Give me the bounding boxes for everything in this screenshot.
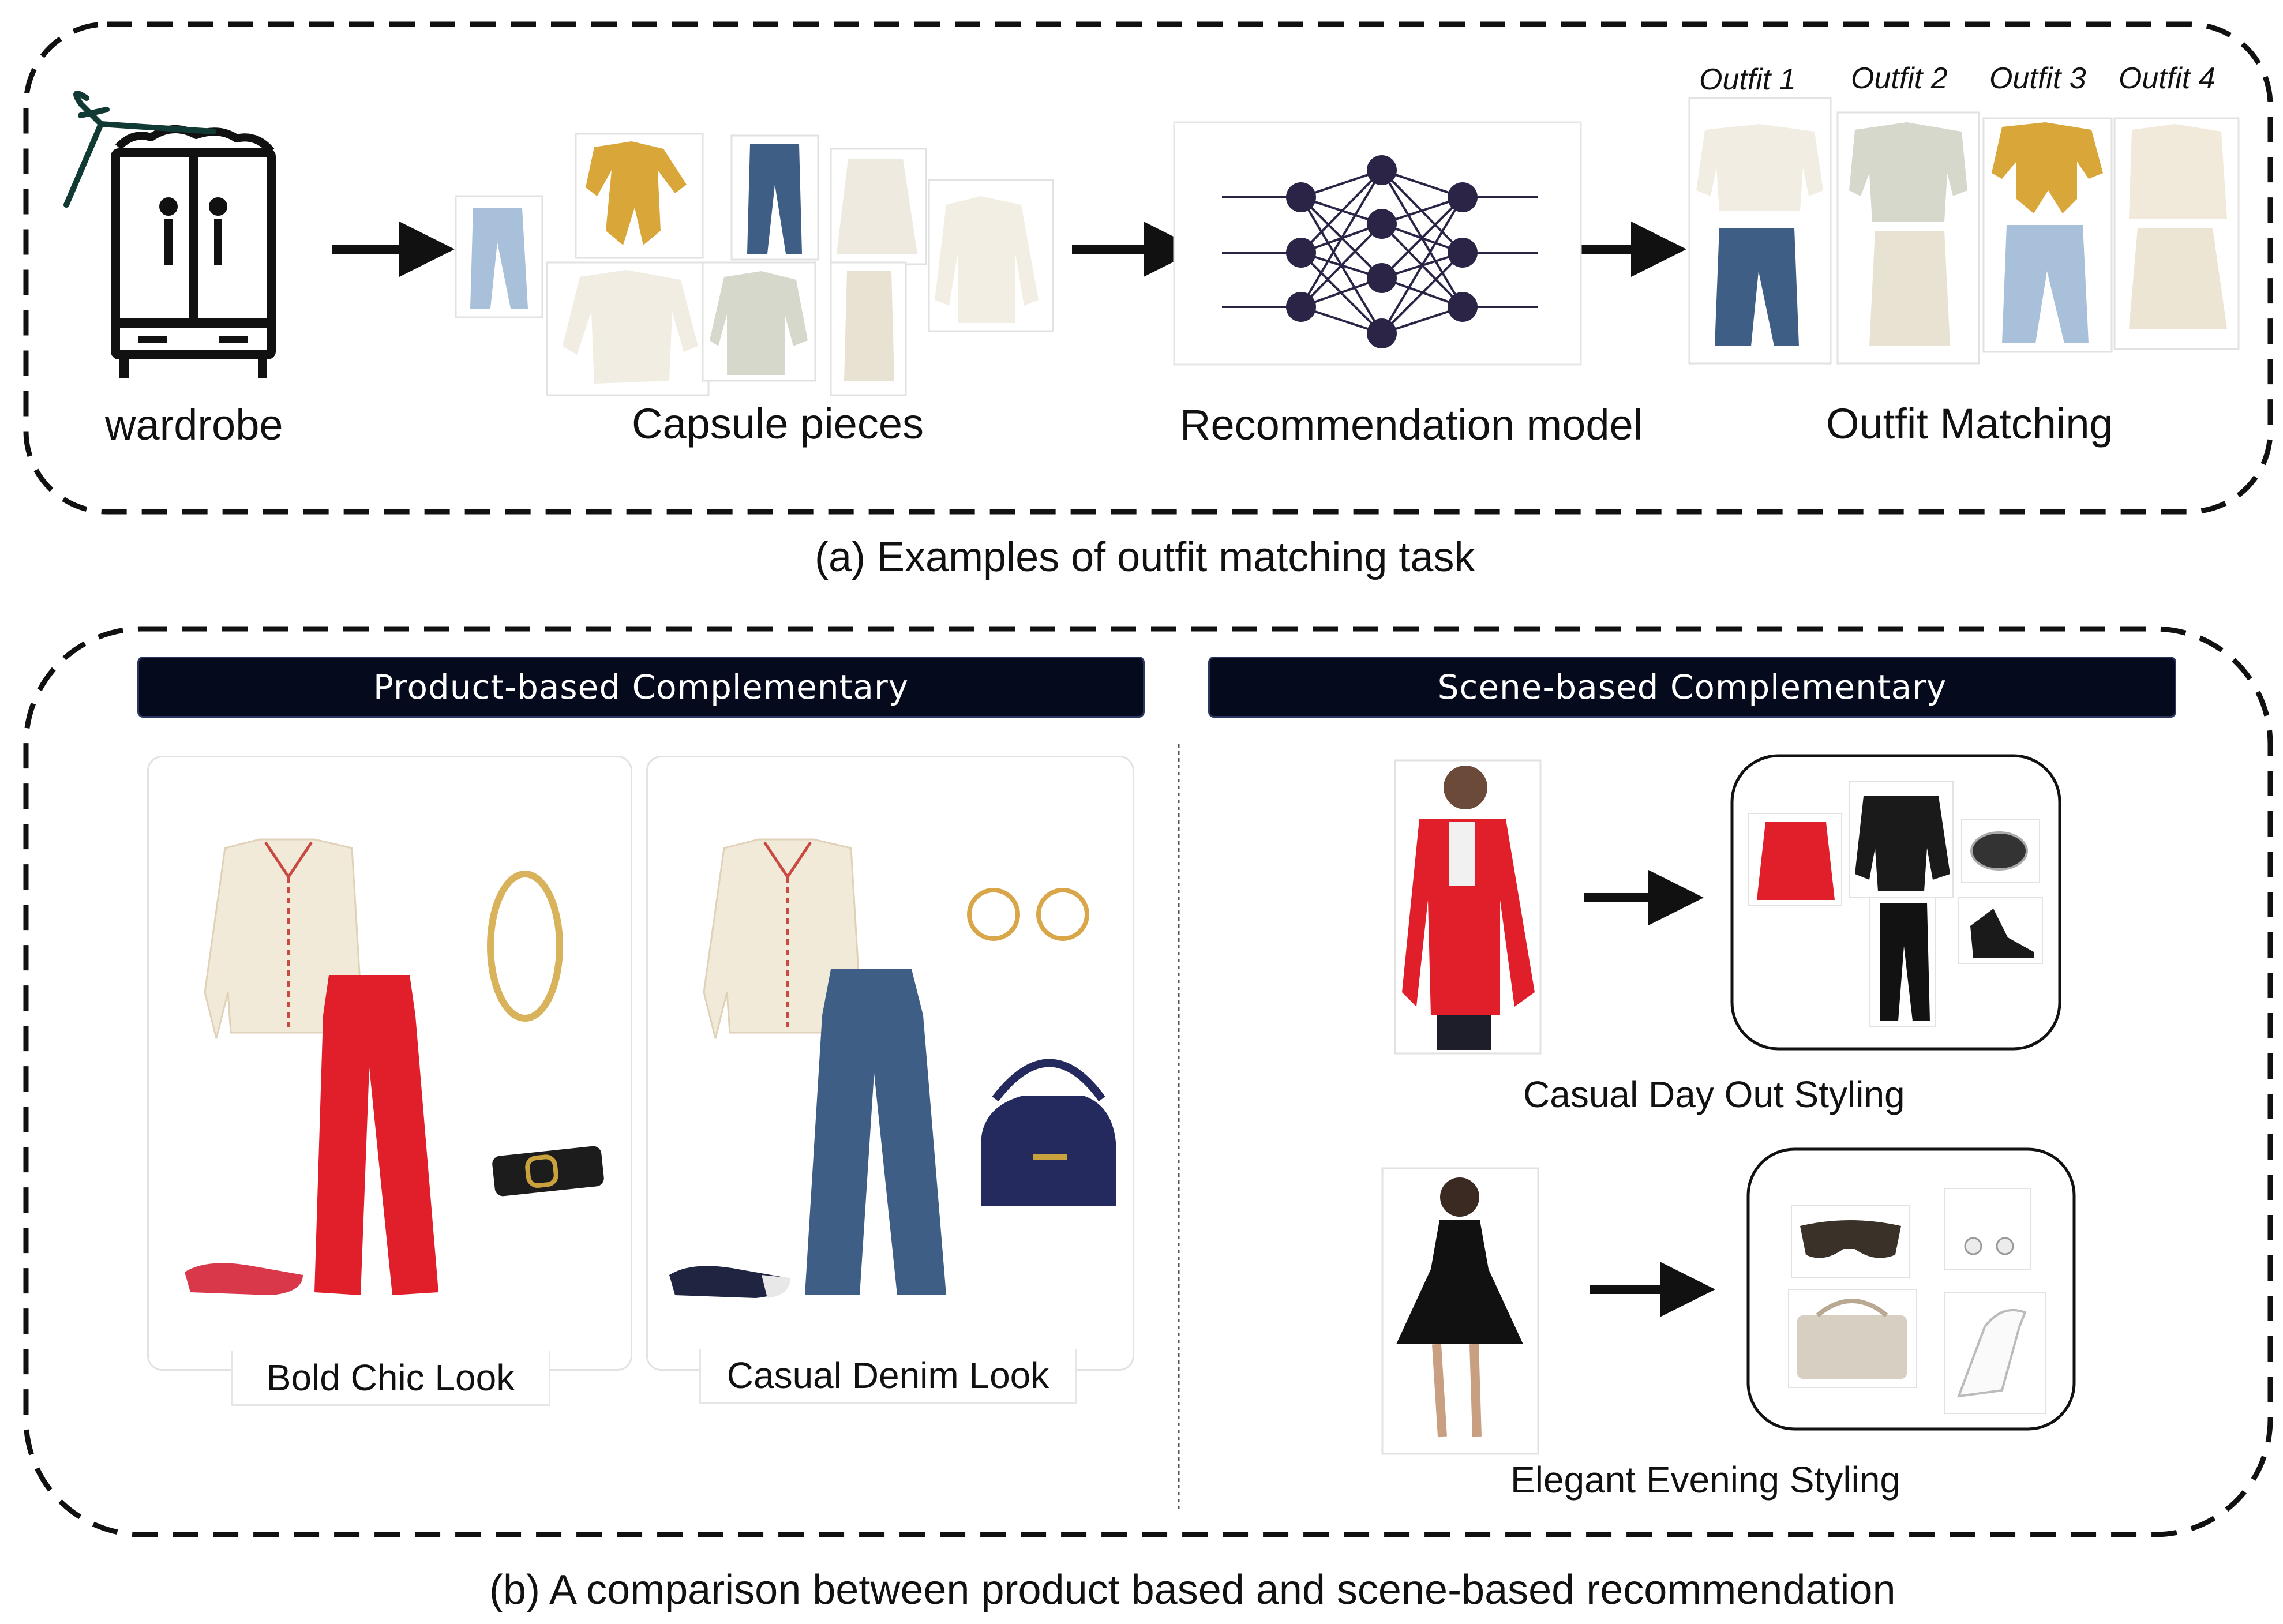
bold-chic-look-label: Bold Chic Look bbox=[266, 1357, 515, 1398]
nn-node bbox=[1367, 318, 1397, 348]
nn-edge bbox=[1300, 169, 1383, 254]
nn-node bbox=[1286, 292, 1316, 322]
elegant-evening-styling-box bbox=[1746, 1147, 2076, 1431]
casual-denim-look-image bbox=[669, 838, 1116, 1298]
wardrobe-icon bbox=[111, 125, 276, 378]
caption-a: (a) Examples of outfit matching task bbox=[815, 534, 1475, 580]
nn-node bbox=[1448, 238, 1478, 268]
caption-b: (b) A comparison between product based a… bbox=[489, 1567, 1896, 1613]
nn-edge bbox=[1300, 223, 1383, 308]
nn-edge bbox=[1381, 252, 1464, 335]
casual-denim-look-caption: Casual Denim Look bbox=[699, 1349, 1077, 1404]
outfit-matching-label: Outfit Matching bbox=[1826, 400, 2113, 448]
bold-chic-look-caption: Bold Chic Look bbox=[231, 1351, 550, 1406]
bold-chic-look-image bbox=[185, 838, 604, 1295]
nn-edge bbox=[1381, 196, 1464, 279]
casual-day-out-styling-label: Casual Day Out Styling bbox=[1523, 1074, 1905, 1115]
casual-day-out-model-image bbox=[1394, 759, 1542, 1055]
nn-node bbox=[1448, 182, 1478, 212]
outfit-2-label: Outfit 2 bbox=[1851, 62, 1948, 95]
nn-node bbox=[1448, 292, 1478, 322]
outfit-1-label: Outfit 1 bbox=[1699, 63, 1796, 96]
product-based-header: Product-based Complementary bbox=[137, 657, 1145, 718]
nn-node bbox=[1367, 209, 1397, 239]
hanger-icon bbox=[63, 91, 216, 208]
outfit-4-label: Outfit 4 bbox=[2119, 62, 2215, 95]
outfit-3-label: Outfit 3 bbox=[1989, 62, 2086, 95]
wardrobe-label: wardrobe bbox=[105, 401, 283, 449]
nn-node bbox=[1286, 238, 1316, 268]
elegant-evening-styling-label: Elegant Evening Styling bbox=[1510, 1459, 1900, 1501]
panel-b-frame bbox=[23, 626, 2273, 1537]
nn-edge bbox=[1300, 169, 1383, 308]
capsule-pieces-label: Capsule pieces bbox=[632, 400, 924, 448]
nn-node bbox=[1367, 263, 1397, 293]
nn-node bbox=[1367, 155, 1397, 185]
elegant-evening-model-image bbox=[1381, 1167, 1539, 1455]
nn-edge bbox=[1381, 196, 1464, 335]
scene-based-header: Scene-based Complementary bbox=[1208, 657, 2176, 718]
recommendation-model-label: Recommendation model bbox=[1180, 401, 1643, 449]
nn-node bbox=[1286, 182, 1316, 212]
casual-day-out-styling-box bbox=[1730, 754, 2061, 1051]
casual-denim-look-label: Casual Denim Look bbox=[726, 1355, 1049, 1396]
outfit-tiles bbox=[1688, 97, 2240, 365]
neural-network-icon bbox=[1173, 121, 1582, 366]
capsule-pieces bbox=[455, 133, 1054, 396]
